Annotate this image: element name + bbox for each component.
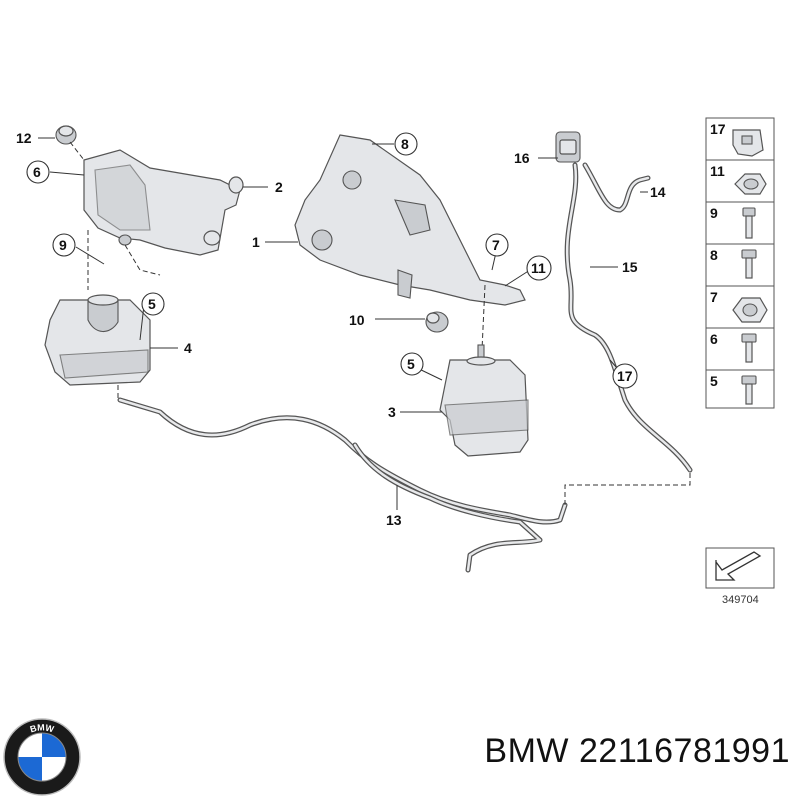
svg-text:6: 6 (33, 164, 41, 180)
rubber-cap-part-12 (55, 125, 77, 145)
clip-icon (732, 129, 764, 157)
svg-text:8: 8 (401, 136, 409, 152)
legend-row-label: 5 (710, 373, 718, 389)
legend-row-label: 7 (710, 289, 718, 305)
callout-9: 9 (52, 233, 76, 257)
callout-17: 17 (612, 363, 638, 389)
bolt-icon (741, 375, 757, 405)
engine-bracket-part-1 (294, 134, 526, 306)
legend-row-label: 17 (710, 121, 726, 137)
callout-14: 14 (650, 184, 666, 200)
legend-row-label: 8 (710, 247, 718, 263)
callout-5-right: 5 (400, 352, 424, 376)
callout-5-left: 5 (141, 292, 165, 316)
hose-part-13 (117, 397, 568, 573)
svg-text:15: 15 (622, 259, 638, 275)
fastener-legend: 17 11 9 8 7 6 (705, 117, 775, 409)
svg-text:5: 5 (148, 296, 156, 312)
svg-text:16: 16 (514, 150, 530, 166)
callout-13: 13 (386, 512, 402, 528)
svg-text:2: 2 (275, 179, 283, 195)
view-direction-box: 349704 (705, 547, 775, 606)
callout-4: 4 (184, 340, 192, 356)
part-number: 22116781991 (579, 732, 790, 770)
flange-nut-icon (732, 297, 768, 323)
brand-name: BMW (484, 732, 570, 770)
bolt-icon (741, 333, 757, 363)
callout-1: 1 (252, 234, 260, 250)
legend-row-label: 11 (710, 163, 725, 179)
sensor-cable-part-15 (564, 162, 693, 473)
callout-11: 11 (526, 255, 552, 281)
callout-3: 3 (388, 404, 396, 420)
svg-text:5: 5 (407, 356, 415, 372)
svg-text:11: 11 (531, 260, 546, 276)
svg-text:10: 10 (349, 312, 365, 328)
bmw-logo: BMW (3, 718, 81, 796)
bolt-icon (742, 207, 756, 239)
callout-16: 16 (514, 150, 530, 166)
svg-text:7: 7 (492, 237, 500, 253)
bushing-part-10 (425, 311, 449, 333)
legend-row-label: 9 (710, 205, 718, 221)
svg-text:1: 1 (252, 234, 260, 250)
svg-text:3: 3 (388, 404, 396, 420)
svg-text:4: 4 (184, 340, 192, 356)
arrow-icon (715, 551, 762, 581)
svg-text:14: 14 (650, 184, 666, 200)
bolt-icon (741, 249, 757, 279)
callout-2: 2 (275, 179, 283, 195)
svg-text:12: 12 (16, 130, 32, 146)
callout-8: 8 (394, 132, 418, 156)
svg-text:17: 17 (617, 368, 633, 384)
legend-row-label: 6 (710, 331, 718, 347)
svg-text:9: 9 (59, 237, 67, 253)
callout-6: 6 (26, 160, 50, 184)
nut-icon (734, 173, 767, 195)
callout-7: 7 (485, 233, 509, 257)
callout-12: 12 (16, 130, 32, 146)
engine-mount-part-4 (44, 294, 151, 386)
sensor-connector-part-16 (555, 131, 581, 163)
logo-lettering: BMW (29, 722, 56, 734)
engine-bracket-part-6 (83, 149, 244, 256)
callout-15: 15 (622, 259, 638, 275)
callout-10: 10 (349, 312, 365, 328)
engine-mount-part-3 (439, 344, 529, 457)
reference-number: 349704 (722, 594, 759, 606)
svg-text:13: 13 (386, 512, 402, 528)
